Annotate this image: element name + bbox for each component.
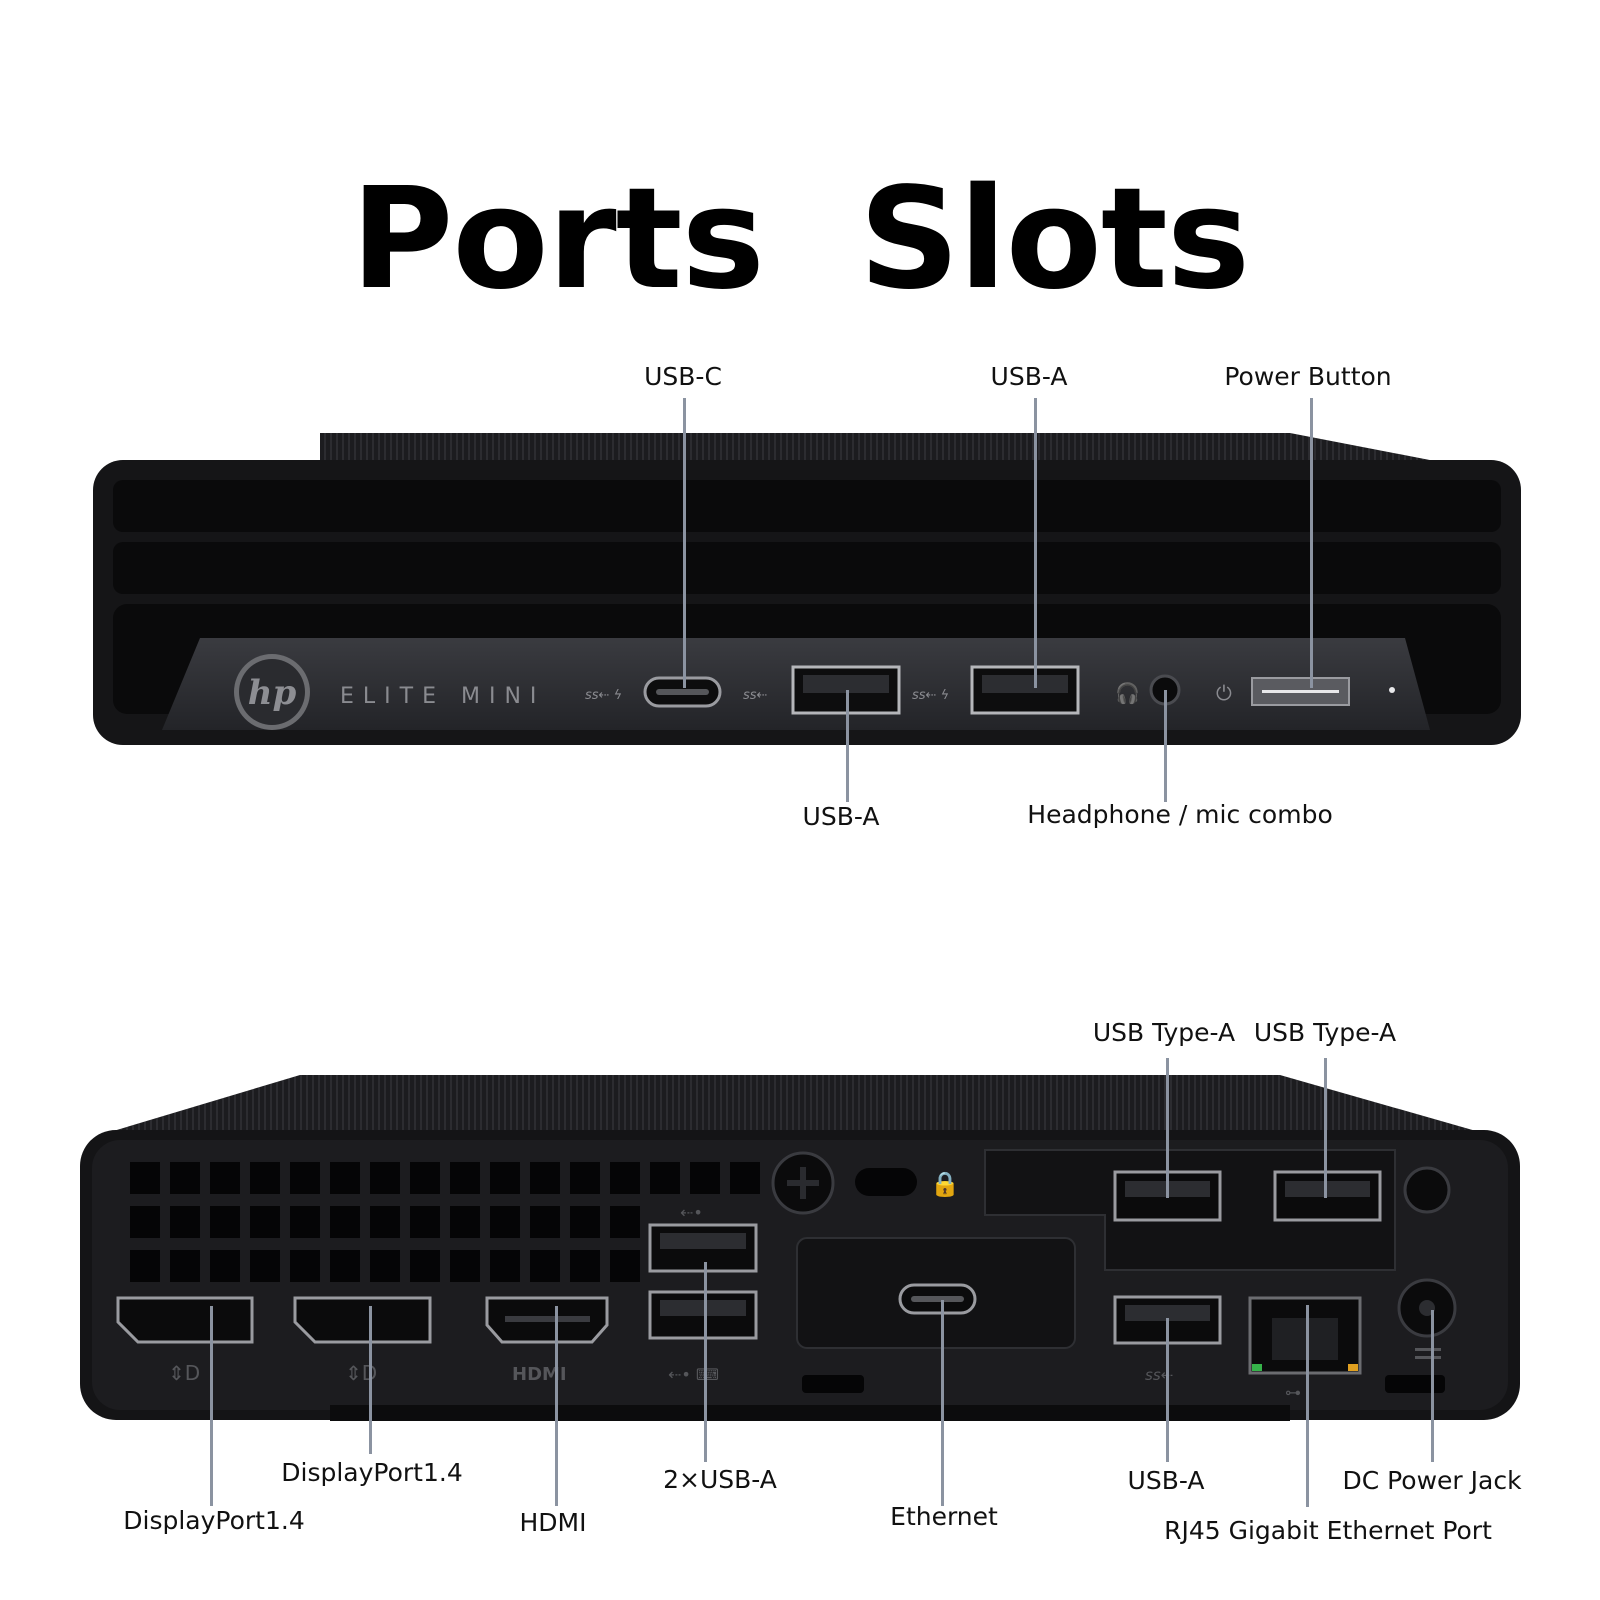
svg-text:⇠• ⌨: ⇠• ⌨: [668, 1365, 719, 1384]
front-power-button: ⏻: [1216, 677, 1395, 706]
rear-dc-power-jack: [1385, 1166, 1457, 1393]
label-displayport-1: DisplayPort1.4: [123, 1506, 305, 1535]
leader-power-button: [1310, 398, 1313, 688]
leader-displayport-2: [369, 1306, 372, 1454]
label-dc-power: DC Power Jack: [1342, 1466, 1522, 1495]
leader-headphone: [1164, 690, 1167, 802]
hp-logo: hp: [234, 654, 310, 730]
rear-flex-io-panel: [796, 1237, 1076, 1393]
label-displayport-2: DisplayPort1.4: [281, 1458, 463, 1487]
leader-usb-type-a-1: [1166, 1058, 1169, 1198]
label-hdmi: HDMI: [519, 1508, 587, 1537]
front-usb-c-port: ss⇠ ϟ: [585, 676, 722, 708]
thumbscrew: [771, 1151, 835, 1215]
label-usb-a-bottom: USB-A: [802, 802, 880, 831]
front-headphone-jack: 🎧: [1115, 674, 1181, 706]
headline-word-slots: Slots: [858, 158, 1250, 321]
leader-usb-c: [683, 398, 686, 688]
label-usb-c: USB-C: [644, 362, 722, 391]
label-rj45: RJ45 Gigabit Ethernet Port: [1164, 1516, 1492, 1545]
leader-dc-power: [1431, 1310, 1434, 1462]
svg-text:🔒: 🔒: [930, 1170, 960, 1198]
rear-displayport-2: ⇕D: [293, 1296, 432, 1385]
label-usb-a-pair: 2×USB-A: [663, 1465, 777, 1494]
rear-displayport-1: ⇕D: [116, 1296, 254, 1385]
svg-text:hp: hp: [248, 673, 297, 713]
rear-usb-a-pair: ⇠• ⇠• ⌨: [648, 1203, 758, 1384]
rear-rj45-port: ⊶: [1248, 1296, 1362, 1402]
vent-grid: [130, 1162, 760, 1282]
front-chassis: [93, 433, 1521, 745]
elite-mini-wordmark: ELITE MINI: [340, 684, 545, 709]
svg-text:⊶: ⊶: [1285, 1383, 1301, 1402]
leader-displayport-1: [210, 1306, 213, 1506]
label-usb-type-a-1: USB Type-A: [1092, 1018, 1236, 1047]
label-ethernet: Ethernet: [890, 1502, 998, 1531]
front-usb-a-port-2: ss⇠ ϟ: [912, 665, 1080, 715]
svg-text:⇕D: ⇕D: [168, 1361, 200, 1385]
svg-text:⏻: ⏻: [1216, 681, 1232, 705]
svg-text:⇕D: ⇕D: [345, 1361, 377, 1385]
headline: Ports Slots: [0, 160, 1600, 320]
svg-text:🎧: 🎧: [1115, 681, 1140, 705]
label-usb-a-top: USB-A: [990, 362, 1068, 391]
leader-hdmi: [555, 1306, 558, 1506]
svg-text:ss⇠ ϟ: ss⇠ ϟ: [585, 688, 622, 703]
svg-text:⇠•: ⇠•: [680, 1203, 703, 1222]
lock-slot: 🔒: [855, 1168, 960, 1198]
headline-word-ports: Ports: [350, 158, 765, 321]
rear-hdmi-port: HDMI: [485, 1296, 609, 1385]
label-power-button: Power Button: [1224, 362, 1392, 391]
leader-usb-a-bottom: [846, 690, 849, 802]
leader-usb-a-top: [1034, 398, 1037, 688]
label-headphone: Headphone / mic combo: [1027, 800, 1333, 829]
svg-text:ss⇠ ϟ: ss⇠ ϟ: [912, 688, 949, 703]
leader-usb-a: [1166, 1318, 1169, 1462]
label-usb-a: USB-A: [1127, 1466, 1205, 1495]
label-usb-type-a-2: USB Type-A: [1253, 1018, 1397, 1047]
rear-usb-panel: [984, 1149, 1396, 1271]
leader-ethernet: [941, 1300, 944, 1506]
leader-usb-type-a-2: [1324, 1058, 1327, 1198]
leader-rj45: [1306, 1305, 1309, 1507]
svg-text:HDMI: HDMI: [512, 1364, 567, 1385]
leader-usb-a-pair: [704, 1262, 707, 1462]
svg-text:ss⇠: ss⇠: [743, 688, 768, 703]
